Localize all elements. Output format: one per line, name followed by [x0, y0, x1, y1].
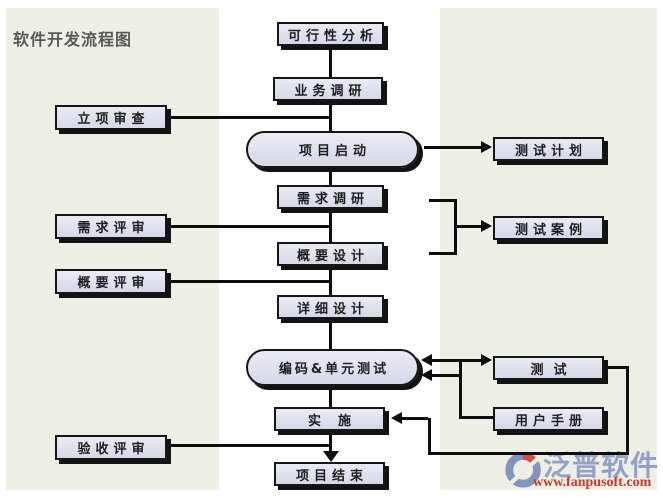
- connector-testing-across: [428, 452, 629, 455]
- arrowhead-into-coding-top: [421, 354, 432, 366]
- connector-projectstart-testplan: [424, 146, 483, 149]
- brand-website: www.fanpusoft.com: [533, 475, 652, 490]
- node-project-start: 项目启动: [246, 131, 419, 168]
- arrowhead-into-implementation: [391, 412, 402, 424]
- connector-coding-testing: [430, 359, 483, 362]
- connector-testing-exit: [607, 366, 629, 369]
- connector-feasibility-business: [329, 44, 332, 78]
- node-feasibility-analysis: 可行性分析: [277, 22, 384, 46]
- node-testing: 测试: [493, 356, 604, 380]
- connector-outlinereview: [171, 280, 330, 283]
- connector-requirement-outline: [329, 207, 332, 243]
- page-title: 软件开发流程图: [13, 30, 133, 49]
- node-projectstart-label: 项目启动: [298, 144, 371, 159]
- connector-projectstart-requirement: [329, 166, 332, 186]
- node-outlinedesign-label: 概要设计: [296, 248, 369, 264]
- connector-usermanual-stub: [459, 416, 494, 419]
- node-implementation: 实施: [274, 407, 385, 431]
- node-testing-label: 测试: [530, 362, 577, 378]
- connector-usermanual-coding: [430, 374, 462, 377]
- connector-coding-implementation: [329, 384, 332, 408]
- connector-detail-coding: [329, 317, 332, 350]
- bracket-stub-outline: [429, 252, 457, 255]
- arrowhead-into-testing: [481, 354, 492, 366]
- node-coding-unit-test: 编码&单元测试: [246, 349, 419, 386]
- node-outline-design: 概要设计: [277, 242, 384, 266]
- connector-business-projectstart: [329, 99, 332, 132]
- node-project-review: 立项审查: [55, 105, 167, 130]
- node-business-label: 业务调研: [294, 83, 367, 99]
- connector-usermanual-vertical: [459, 360, 462, 418]
- arrowhead-into-coding-bottom: [421, 369, 432, 381]
- arrowhead-testplan: [481, 141, 492, 153]
- arrowhead-testcase: [481, 220, 492, 232]
- connector-outline-detail: [329, 264, 332, 296]
- node-testcase-label: 测试案例: [514, 222, 587, 238]
- arrowhead-down-projectend: [323, 451, 339, 462]
- connector-testing-down: [626, 366, 629, 455]
- node-requirement-review: 需求评审: [55, 214, 167, 239]
- node-reqreview-label: 需求评审: [77, 221, 150, 236]
- connector-implementation-projectend: [329, 429, 332, 452]
- node-projectreview-label: 立项审查: [77, 112, 150, 127]
- node-acceptance-review: 验收评审: [55, 435, 167, 460]
- node-test-plan: 测试计划: [493, 137, 604, 161]
- node-project-end: 项目结束: [274, 462, 385, 486]
- node-detaildesign-label: 详细设计: [296, 301, 369, 317]
- connector-requirementreview: [171, 225, 330, 228]
- node-requirement-research: 需求调研: [277, 185, 384, 209]
- connector-testcase: [455, 225, 483, 228]
- node-detail-design: 详细设计: [277, 295, 384, 319]
- node-implementation-label: 实施: [307, 413, 368, 429]
- node-testplan-label: 测试计划: [514, 143, 587, 159]
- fanpu-logo-icon: [505, 452, 541, 488]
- connector-projectreview: [171, 116, 330, 119]
- connector-into-implementation: [401, 417, 428, 420]
- node-outline-review: 概要评审: [55, 269, 167, 294]
- connector-testing-up: [428, 418, 431, 455]
- node-feasibility-label: 可行性分析: [287, 28, 378, 44]
- node-acceptreview-label: 验收评审: [77, 442, 150, 457]
- node-reqresearch-label: 需求调研: [296, 191, 369, 207]
- node-business-research: 业务调研: [273, 77, 383, 101]
- node-user-manual: 用户手册: [493, 407, 604, 431]
- bracket-stub-requirement: [429, 199, 457, 202]
- node-usermanual-label: 用户手册: [514, 413, 587, 429]
- connector-acceptancereview: [171, 444, 330, 447]
- node-outlinereview-label: 概要评审: [77, 276, 150, 291]
- node-projectend-label: 项目结束: [295, 468, 368, 484]
- node-coding-label: 编码&单元测试: [278, 362, 390, 377]
- node-test-case: 测试案例: [493, 216, 604, 240]
